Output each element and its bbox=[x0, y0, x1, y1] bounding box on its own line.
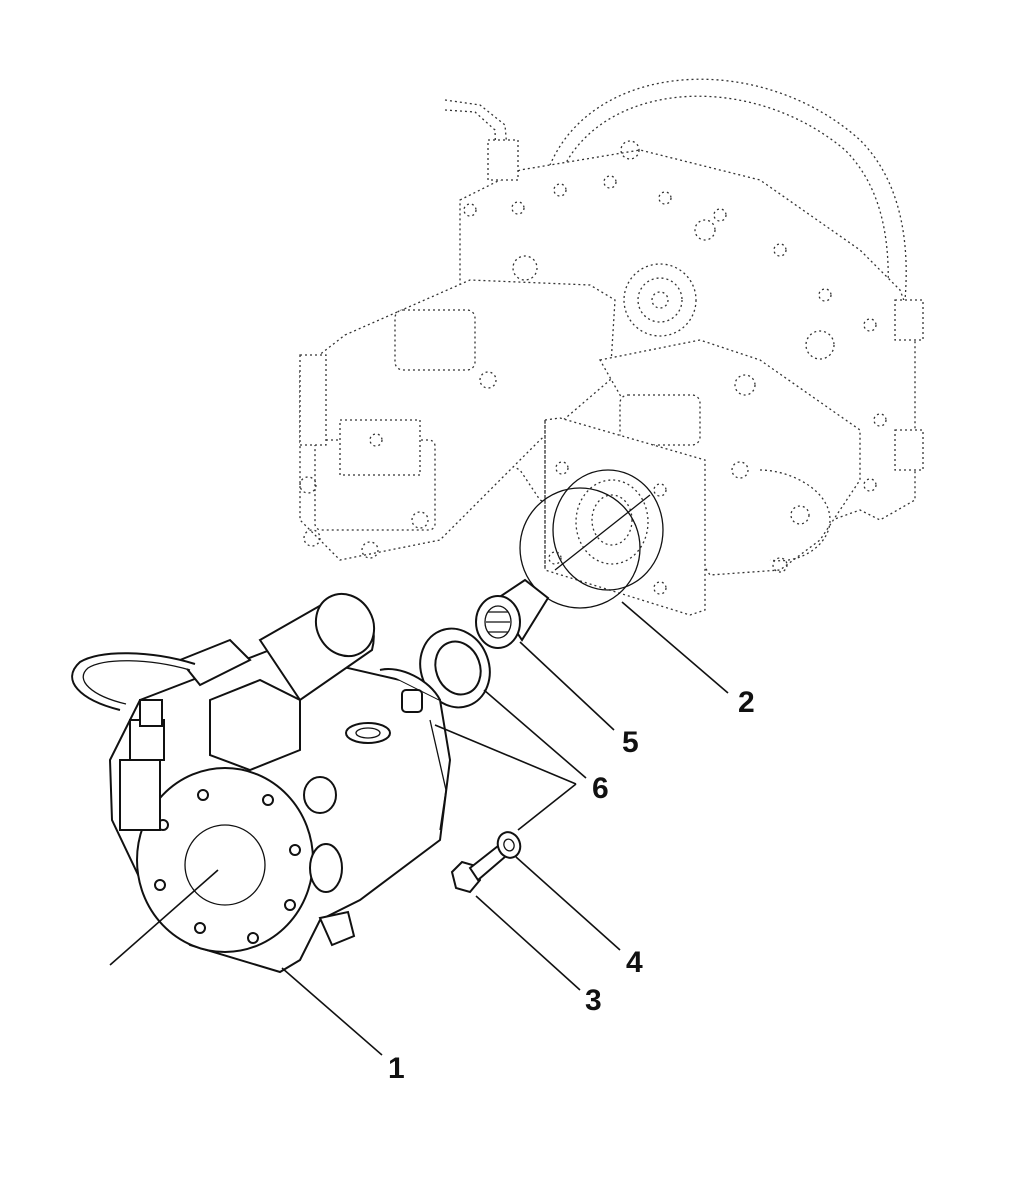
callout-labels: 1 2 3 4 5 6 bbox=[388, 686, 755, 1085]
bolt bbox=[450, 844, 508, 894]
leader-5 bbox=[519, 641, 615, 731]
callout-6: 6 bbox=[592, 772, 609, 805]
leader-6c bbox=[517, 783, 577, 831]
o-ring-seal bbox=[419, 627, 491, 709]
leader-lines bbox=[109, 601, 729, 1056]
leader-4 bbox=[515, 856, 621, 951]
adapter-plate bbox=[519, 417, 706, 616]
leader-2 bbox=[621, 601, 729, 694]
leader-1-tail bbox=[109, 869, 219, 966]
callout-1: 1 bbox=[388, 1052, 405, 1085]
leader-1 bbox=[281, 967, 383, 1056]
callout-4: 4 bbox=[626, 946, 643, 979]
hydraulic-pump bbox=[71, 592, 452, 974]
callout-5: 5 bbox=[622, 726, 639, 759]
leader-6b bbox=[434, 724, 577, 785]
callout-3: 3 bbox=[585, 984, 602, 1017]
leader-3 bbox=[475, 895, 581, 991]
callout-2: 2 bbox=[738, 686, 755, 719]
washer bbox=[496, 831, 522, 859]
leader-6a bbox=[483, 689, 587, 779]
coupling-sleeve bbox=[475, 578, 550, 649]
